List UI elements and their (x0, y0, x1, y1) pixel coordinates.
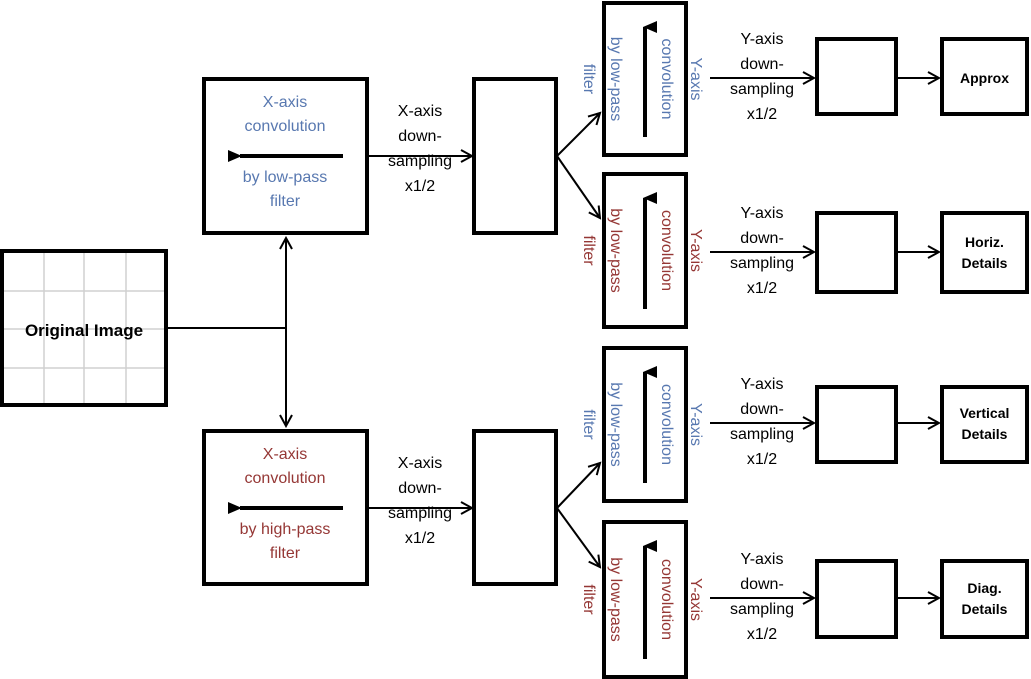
x-downsample-label-line: down- (398, 128, 442, 145)
y-downsample-label-line: x1/2 (747, 451, 777, 468)
y-conv-label-line: Y-axis (687, 229, 704, 272)
y-conv-label-line: filter (580, 64, 597, 95)
y-downsample-label-line: down- (740, 230, 784, 247)
y-downsample-label-line: down- (740, 576, 784, 593)
output-box (940, 385, 1029, 464)
x-downsample-label-line: sampling (388, 505, 452, 522)
y-conv-label-line: convolution (658, 559, 675, 640)
output-label-line: Details (962, 601, 1008, 617)
x-conv-label-line: by low-pass (243, 169, 327, 186)
branch-arrow-3 (556, 463, 600, 509)
x-conv-label-line: filter (270, 545, 301, 562)
x-conv-label-line: filter (270, 193, 301, 210)
branch-arrow-2 (556, 155, 600, 218)
y-conv-label-line: filter (580, 409, 597, 440)
x-conv-node-highpass: X-axis convolution by high-pass filter X-axi… (202, 429, 558, 586)
y-conv-label-line: convolution (658, 384, 675, 465)
y-branch-4: Y-axis convolution by low-pass filter Y-axis… (580, 520, 1029, 679)
branch-arrow-1 (556, 113, 600, 157)
y-downsample-label-line: x1/2 (747, 106, 777, 123)
y-result-box (815, 211, 898, 294)
y-conv-label-line: Y-axis (687, 578, 704, 621)
y-branch-3: Y-axis convolution by low-pass filter Y-axis… (580, 346, 1029, 503)
original-image-grid (4, 253, 164, 403)
output-diagonal: Diag. Details (940, 559, 1029, 639)
original-image-node: Original Image (0, 249, 168, 407)
x-result-box (472, 429, 558, 586)
x-conv-label-line: convolution (245, 118, 326, 135)
branch-arrow-4 (556, 507, 600, 567)
y-downsample-label-line: Y-axis (741, 376, 784, 393)
y-downsample-label-line: sampling (730, 601, 794, 618)
output-box (940, 211, 1029, 294)
y-result-box (815, 385, 898, 464)
y-downsample-label-line: Y-axis (741, 205, 784, 222)
y-conv-label-line: convolution (658, 39, 675, 120)
x-downsample-label-line: x1/2 (405, 178, 435, 195)
y-result-box (815, 559, 898, 639)
y-conv-label-line: by low-pass (607, 382, 624, 466)
output-box (940, 559, 1029, 639)
output-quad: Approx (940, 37, 1029, 116)
y-conv-label-line: filter (580, 235, 597, 266)
x-conv-node-lowpass: X-axis convolution by low-pass filter X-axis… (202, 77, 558, 235)
x-downsample-label-line: down- (398, 480, 442, 497)
output-label-line: Horiz. (965, 234, 1004, 250)
y-branch-2: Y-axis convolution by low-pass filter Y-axis… (580, 172, 1029, 329)
y-downsample-label-line: x1/2 (747, 280, 777, 297)
output-label-line: Vertical (960, 405, 1010, 421)
x-downsample-label-line: sampling (388, 153, 452, 170)
y-result-box (815, 37, 898, 116)
original-image-label: Original Image (25, 321, 143, 340)
y-conv-label-line: by low-pass (607, 557, 624, 641)
y-conv-label-line: Y-axis (687, 58, 704, 101)
y-conv-label-line: by low-pass (607, 37, 624, 121)
y-conv-label-line: convolution (658, 210, 675, 291)
y-downsample-label-line: down- (740, 56, 784, 73)
y-downsample-label-line: Y-axis (741, 551, 784, 568)
x-downsample-label-line: X-axis (398, 455, 442, 472)
output-label-line: Diag. (967, 580, 1001, 596)
x-downsample-label-line: x1/2 (405, 530, 435, 547)
output-label-line: Details (962, 426, 1008, 442)
output-horizontal: Horiz. Details (940, 211, 1029, 294)
x-conv-label-line: by high-pass (240, 521, 331, 538)
y-downsample-label-line: down- (740, 401, 784, 418)
output-label-line: Details (962, 255, 1008, 271)
y-downsample-label-line: sampling (730, 81, 794, 98)
x-conv-label-line: X-axis (263, 446, 307, 463)
x-result-box (472, 77, 558, 235)
y-downsample-label-line: sampling (730, 426, 794, 443)
y-downsample-label-line: sampling (730, 255, 794, 272)
x-conv-label-line: convolution (245, 470, 326, 487)
y-conv-label-line: filter (580, 584, 597, 615)
split-connector (168, 238, 286, 426)
y-downsample-label-line: x1/2 (747, 626, 777, 643)
output-label-line: Approx (960, 70, 1009, 86)
output-box (940, 37, 1029, 116)
x-downsample-label-line: X-axis (398, 103, 442, 120)
x-conv-label-line: X-axis (263, 94, 307, 111)
y-downsample-label-line: Y-axis (741, 31, 784, 48)
y-conv-label-line: by low-pass (607, 208, 624, 292)
y-branch-1: Y-axis convolution by low-pass filter Y-axis… (580, 1, 1029, 157)
y-conv-label-line: Y-axis (687, 403, 704, 446)
